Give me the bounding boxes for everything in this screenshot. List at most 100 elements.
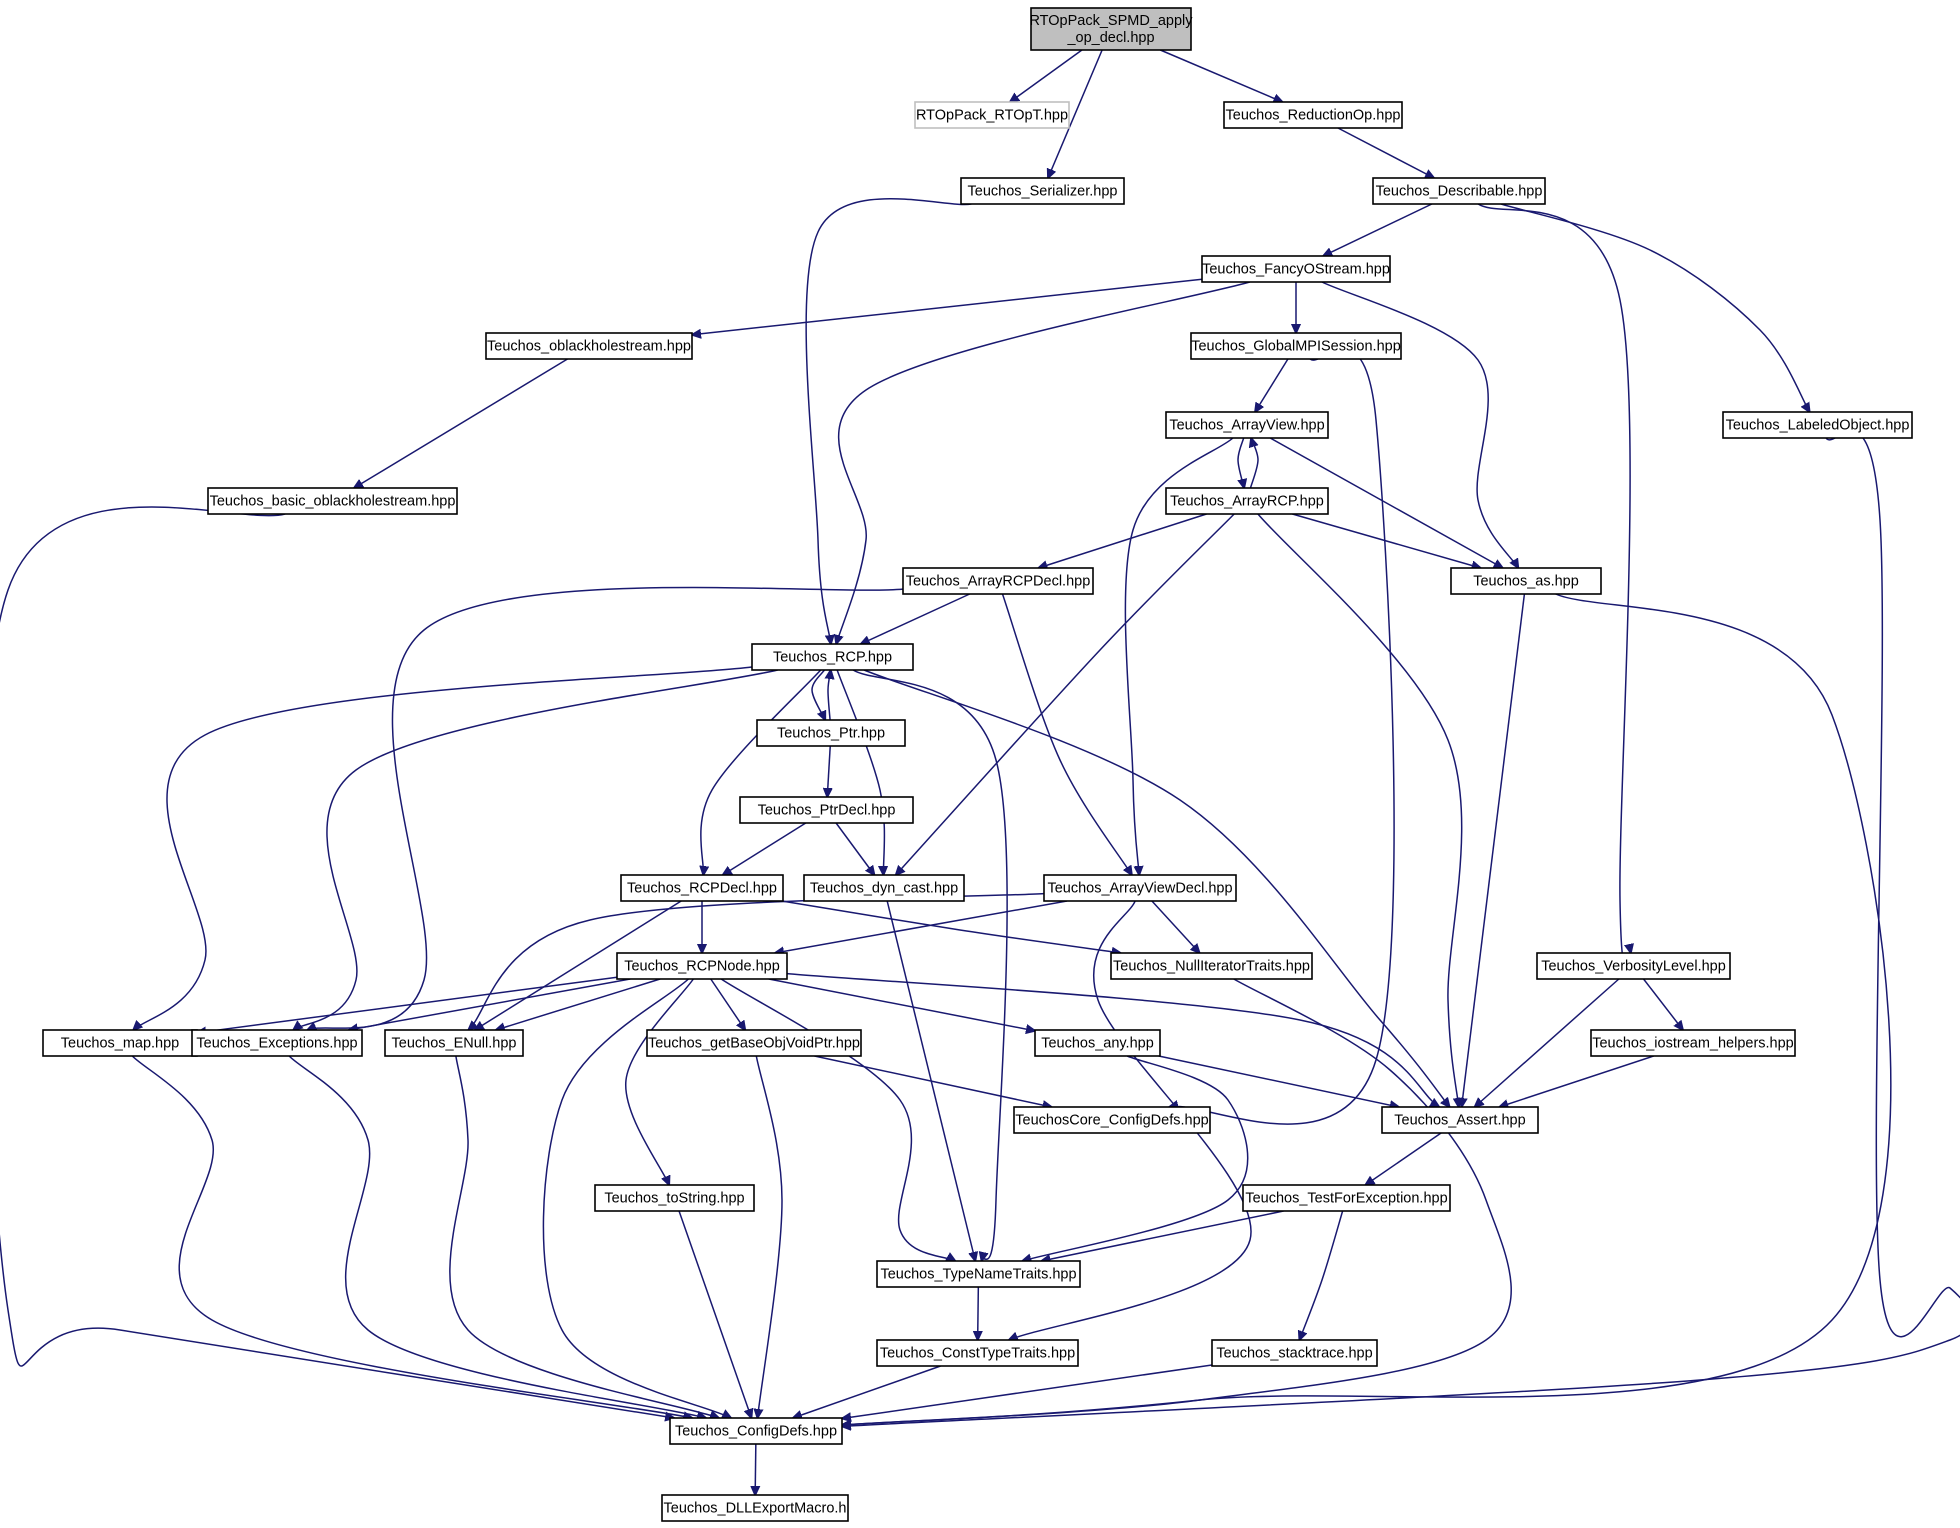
node-rcpdecl[interactable]: Teuchos_RCPDecl.hpp — [620, 874, 784, 902]
node-label: Teuchos_ArrayRCP.hpp — [1170, 494, 1324, 510]
edge-arrayrcp-to-as — [1292, 513, 1480, 568]
edge-rcpnode-to-enull — [496, 978, 661, 1030]
node-consttypetraits[interactable]: Teuchos_ConstTypeTraits.hpp — [876, 1339, 1079, 1367]
node-label: Teuchos_GlobalMPISession.hpp — [1191, 339, 1401, 355]
node-iostreamhelpers[interactable]: Teuchos_iostream_helpers.hpp — [1590, 1029, 1796, 1057]
node-label: Teuchos_Describable.hpp — [1376, 184, 1543, 200]
node-dllexport[interactable]: Teuchos_DLLExportMacro.h — [661, 1494, 849, 1522]
node-box — [1381, 1106, 1539, 1134]
edge-stacktrace-to-configdefs — [842, 1364, 1213, 1419]
node-exceptions[interactable]: Teuchos_Exceptions.hpp — [191, 1029, 363, 1057]
node-as[interactable]: Teuchos_as.hpp — [1450, 567, 1602, 595]
edge-arrayview-to-arrayviewdecl — [1124, 437, 1234, 875]
node-box — [1043, 874, 1237, 902]
node-map[interactable]: Teuchos_map.hpp — [42, 1029, 198, 1057]
node-label: Teuchos_LabeledObject.hpp — [1726, 418, 1910, 434]
node-ptr[interactable]: Teuchos_Ptr.hpp — [756, 719, 906, 747]
edge-iostreamhelpers-to-assert — [1499, 1055, 1654, 1107]
node-label: Teuchos_map.hpp — [61, 1036, 180, 1052]
node-box — [1536, 952, 1731, 980]
node-labeledobject[interactable]: Teuchos_LabeledObject.hpp — [1722, 411, 1913, 439]
edge-arrayrcpdecl-to-rcp — [861, 593, 971, 644]
node-verbosity[interactable]: Teuchos_VerbosityLevel.hpp — [1536, 952, 1731, 980]
node-coreconfigdefs[interactable]: TeuchosCore_ConfigDefs.hpp — [1013, 1106, 1211, 1134]
node-label: Teuchos_any.hpp — [1041, 1036, 1154, 1052]
edge-getbaseobj-to-coreconfigdefs — [814, 1055, 1051, 1107]
node-label: Teuchos_ReductionOp.hpp — [1226, 108, 1401, 124]
node-dyncast[interactable]: Teuchos_dyn_cast.hpp — [803, 874, 965, 902]
node-label: Teuchos_ArrayView.hpp — [1169, 418, 1324, 434]
node-box — [1590, 1029, 1796, 1057]
node-tostring[interactable]: Teuchos_toString.hpp — [594, 1184, 755, 1212]
node-configdefs[interactable]: Teuchos_ConfigDefs.hpp — [669, 1417, 843, 1445]
edge-globalmpi-to-arrayview — [1255, 358, 1289, 412]
edge-arrayviewdecl-to-consttypetraits — [1009, 900, 1252, 1340]
node-box — [1165, 411, 1329, 439]
node-any[interactable]: Teuchos_any.hpp — [1034, 1029, 1161, 1057]
edge-fancyostream-to-rcp — [836, 281, 1251, 644]
node-box — [1034, 1029, 1161, 1057]
node-label: Teuchos_toString.hpp — [604, 1191, 744, 1207]
node-box — [1190, 332, 1402, 360]
node-box — [384, 1029, 524, 1057]
edge-rcp-to-typenametraits — [852, 669, 1008, 1261]
edge-rcpnode-to-exceptions — [349, 978, 631, 1030]
edge-arrayviewdecl-to-nulliter — [1151, 900, 1200, 953]
edge-rcp-to-exceptions — [293, 669, 778, 1030]
edge-root-to-serializer — [1048, 49, 1103, 178]
edge-rcpnode-to-typenametraits — [720, 978, 955, 1261]
node-box — [1722, 411, 1913, 439]
node-label: Teuchos_ArrayRCPDecl.hpp — [906, 574, 1091, 590]
node-rcpnode[interactable]: Teuchos_RCPNode.hpp — [616, 952, 788, 980]
node-ptrdecl[interactable]: Teuchos_PtrDecl.hpp — [739, 796, 914, 824]
node-reductionop[interactable]: Teuchos_ReductionOp.hpp — [1223, 101, 1403, 129]
node-oblackhole[interactable]: Teuchos_oblackholestream.hpp — [485, 332, 693, 360]
node-globalmpi[interactable]: Teuchos_GlobalMPISession.hpp — [1190, 332, 1402, 360]
node-fancyostream[interactable]: Teuchos_FancyOStream.hpp — [1201, 255, 1391, 283]
node-label: TeuchosCore_ConfigDefs.hpp — [1015, 1113, 1208, 1129]
edge-rcpnode-to-configdefs — [542, 978, 731, 1418]
node-rcp[interactable]: Teuchos_RCP.hpp — [751, 643, 914, 671]
node-box — [661, 1494, 849, 1522]
node-box — [1223, 101, 1403, 129]
node-root[interactable]: RTOpPack_SPMD_apply_op_decl.hpp — [1029, 7, 1193, 51]
node-typenametraits[interactable]: Teuchos_TypeNameTraits.hpp — [876, 1260, 1081, 1288]
node-label: Teuchos_getBaseObjVoidPtr.hpp — [648, 1036, 860, 1052]
edge-rcp-to-assert — [863, 669, 1450, 1107]
edge-labeledobject-to-configdefs — [842, 430, 1960, 1426]
node-layer: RTOpPack_SPMD_apply_op_decl.hppRTOpPack_… — [42, 7, 1913, 1522]
node-arrayviewdecl[interactable]: Teuchos_ArrayViewDecl.hpp — [1043, 874, 1237, 902]
node-label: Teuchos_oblackholestream.hpp — [487, 339, 691, 355]
edge-arrayrcp-to-arrayview — [1250, 438, 1259, 489]
node-label: Teuchos_ConstTypeTraits.hpp — [880, 1346, 1075, 1362]
node-label: _op_decl.hpp — [1066, 30, 1154, 46]
node-stacktrace[interactable]: Teuchos_stacktrace.hpp — [1211, 1339, 1378, 1367]
node-getbaseobj[interactable]: Teuchos_getBaseObjVoidPtr.hpp — [646, 1029, 862, 1057]
node-label: Teuchos_stacktrace.hpp — [1216, 1346, 1372, 1362]
node-describable[interactable]: Teuchos_Describable.hpp — [1372, 177, 1546, 205]
node-testforexc[interactable]: Teuchos_TestForException.hpp — [1242, 1184, 1451, 1212]
edge-arrayrcp-to-dyncast — [896, 513, 1235, 875]
edge-consttypetraits-to-configdefs — [793, 1365, 941, 1418]
edge-ptr-to-ptrdecl — [827, 745, 830, 797]
node-enull[interactable]: Teuchos_ENull.hpp — [384, 1029, 524, 1057]
node-rtopt[interactable]: RTOpPack_RTOpT.hpp — [914, 101, 1070, 129]
node-assert[interactable]: Teuchos_Assert.hpp — [1381, 1106, 1539, 1134]
node-arrayview[interactable]: Teuchos_ArrayView.hpp — [1165, 411, 1329, 439]
node-label: Teuchos_Assert.hpp — [1394, 1113, 1525, 1129]
node-box — [876, 1339, 1079, 1367]
node-label: Teuchos_basic_oblackholestream.hpp — [210, 494, 456, 510]
node-arrayrcpdecl[interactable]: Teuchos_ArrayRCPDecl.hpp — [902, 567, 1094, 595]
node-basicoblack[interactable]: Teuchos_basic_oblackholestream.hpp — [207, 487, 458, 515]
node-nulliter[interactable]: Teuchos_NullIteratorTraits.hpp — [1110, 952, 1313, 980]
edge-assert-to-testforexc — [1365, 1132, 1442, 1185]
node-arrayrcp[interactable]: Teuchos_ArrayRCP.hpp — [1165, 487, 1329, 515]
node-serializer[interactable]: Teuchos_Serializer.hpp — [960, 177, 1125, 205]
edge-arrayrcpdecl-to-arrayviewdecl — [1001, 593, 1132, 875]
edge-reductionop-to-describable — [1337, 127, 1434, 178]
edge-basicoblack-to-configdefs — [0, 506, 674, 1418]
edge-rcpdecl-to-enull — [475, 900, 682, 1030]
edge-rcp-to-rcpdecl — [701, 669, 822, 875]
node-box — [594, 1184, 755, 1212]
